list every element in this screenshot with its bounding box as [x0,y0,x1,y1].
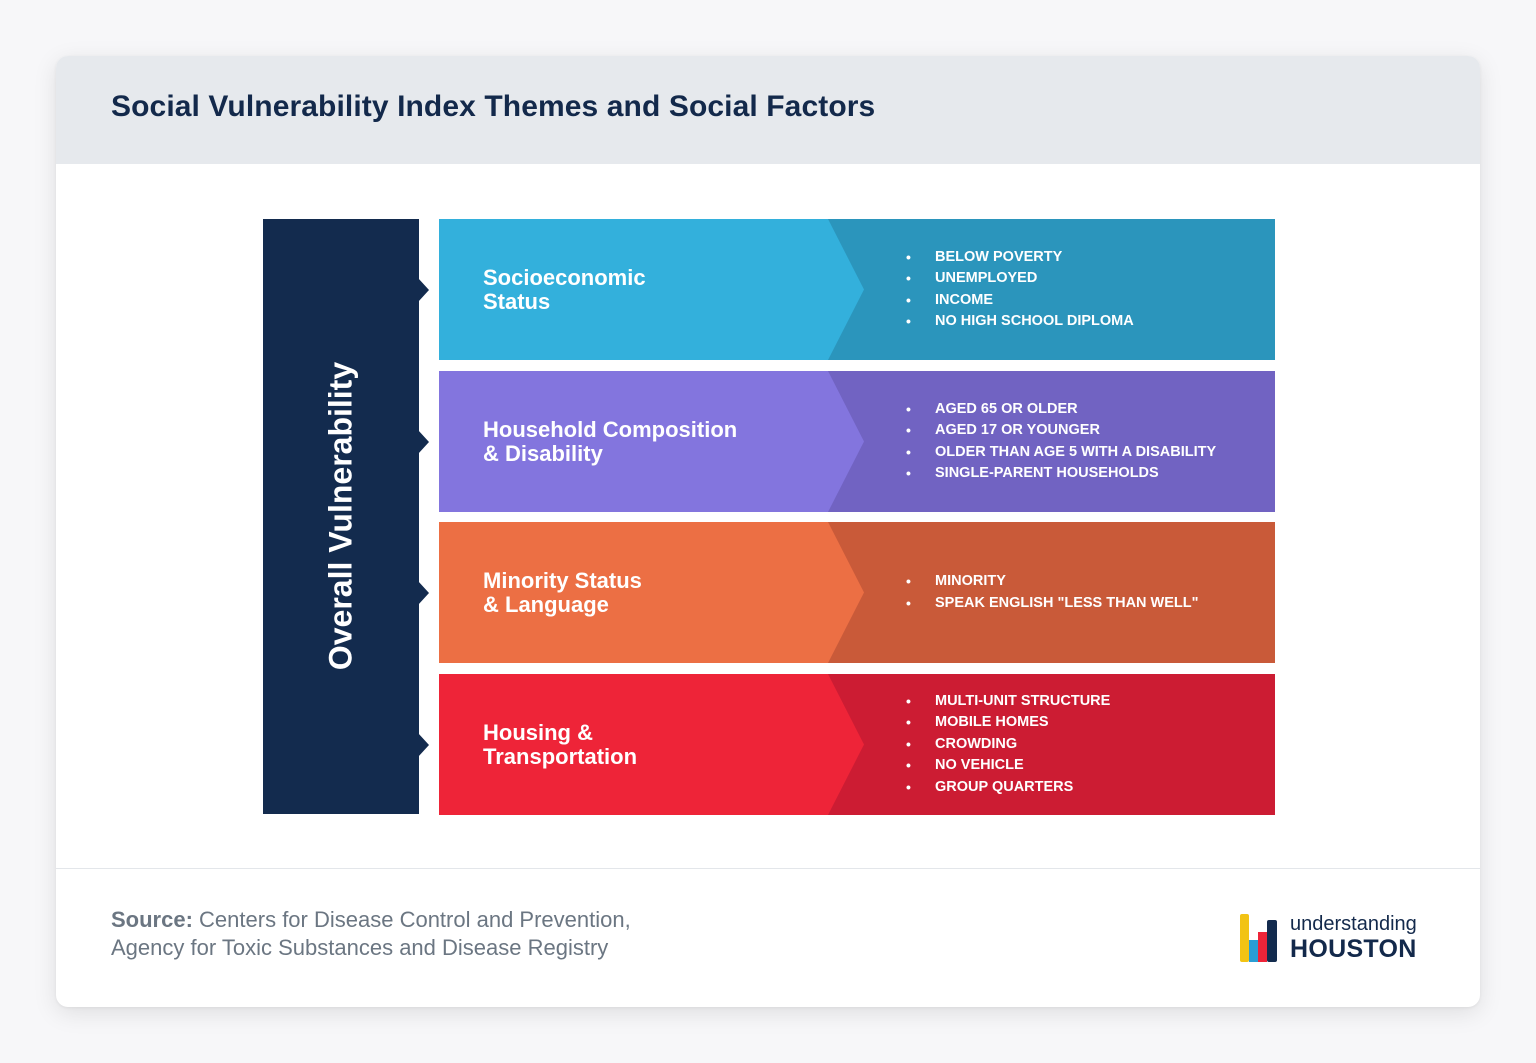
factor-text: GROUP QUARTERS [935,778,1074,795]
theme-label-line: Household Composition [483,416,738,442]
factor-text: AGED 17 OR YOUNGER [935,422,1100,438]
bullet-icon: • [906,573,911,589]
theme-background [439,219,1275,360]
header-bar: Social Vulnerability Index Themes and So… [56,56,1480,164]
factor-text: NO VEHICLE [935,757,1024,774]
bullet-icon: • [906,313,911,329]
theme-label: Minority Status& Language [483,567,813,617]
connector-arrow-icon [418,277,429,302]
factor-item: • OLDER THAN AGE 5 WITH A DISABILITY [905,442,1216,464]
theme-chevron [439,219,864,360]
factor-item: • UNEMPLOYED [905,268,1134,290]
connector-arrow-icon [418,580,429,605]
factor-text: CROWDING [935,735,1018,752]
bullet-icon: • [906,248,911,265]
factor-text: SPEAK ENGLISH "LESS THAN WELL" [935,594,1199,611]
theme-background [439,522,1275,663]
source-label: Source: [111,907,193,932]
bullet-icon: • [906,270,911,286]
bullet-icon: • [906,400,911,417]
bullet-icon: • [906,291,911,308]
overall-vulnerability-label: Overall Vulnerability [322,361,359,671]
factor-item: • AGED 65 OR OLDER [905,399,1216,421]
factor-text: NO HIGH SCHOOL DIPLOMA [935,313,1134,329]
bullet-icon: • [906,735,911,752]
theme-label: Housing &Transportation [483,719,813,769]
logo-word-houston: HOUSTON [1290,935,1417,963]
factor-item: • MOBILE HOMES [905,712,1110,734]
theme-row-minority-status-language: Minority Status& Language • MINORITY • SPEAK… [439,522,1275,663]
page-title: Social Vulnerability Index Themes and So… [111,90,876,123]
factor-item: • CROWDING [905,734,1110,756]
source-line-2: Agency for Toxic Substances and Disease … [111,935,609,960]
theme-chevron [439,522,864,663]
theme-label-line: Socioeconomic [483,264,646,290]
factor-text: AGED 65 OR OLDER [935,400,1078,417]
bullet-icon: • [906,778,911,795]
factor-text: INCOME [935,291,993,308]
bullet-icon: • [906,465,911,481]
source-line-1: Centers for Disease Control and Preventi… [199,907,631,932]
factor-item: • SINGLE-PARENT HOUSEHOLDS [905,463,1216,485]
theme-label-line: & Language [483,591,609,617]
factor-item: • NO HIGH SCHOOL DIPLOMA [905,311,1134,333]
bullet-icon: • [906,594,911,611]
factor-item: • MULTI-UNIT STRUCTURE [905,691,1110,713]
theme-label-line: & Disability [483,440,603,466]
factor-text: MOBILE HOMES [935,714,1049,731]
overall-vulnerability-bar: Overall Vulnerability [263,219,419,814]
theme-label: Household Composition& Disability [483,416,813,466]
factor-item: • BELOW POVERTY [905,247,1134,269]
theme-chevron [439,674,864,815]
factor-item: • GROUP QUARTERS [905,777,1110,799]
factor-text: UNEMPLOYED [935,270,1038,286]
theme-row-household-composition-disability: Household Composition& Disability • AGED 6… [439,371,1275,512]
factor-text: SINGLE-PARENT HOUSEHOLDS [935,465,1159,481]
factor-list: • AGED 65 OR OLDER • AGED 17 OR YOUNGER • OLD… [905,399,1216,485]
theme-background [439,674,1275,815]
factor-item: • INCOME [905,290,1134,312]
factor-text: OLDER THAN AGE 5 WITH A DISABILITY [935,443,1217,460]
factor-text: MINORITY [935,573,1006,589]
bullet-icon: • [906,757,911,774]
factor-list: • MULTI-UNIT STRUCTURE • MOBILE HOMES • CROWD… [905,691,1110,799]
bullet-icon: • [906,714,911,731]
theme-label-line: Status [483,288,551,314]
source-note: Source: Centers for Disease Control and … [111,906,811,962]
bullet-icon: • [906,692,911,709]
factor-list: • BELOW POVERTY • UNEMPLOYED • INCOME • NO HIGH… [905,247,1134,333]
connector-arrow-icon [418,732,429,757]
factor-text: BELOW POVERTY [935,248,1063,265]
logo-word-understanding: understanding [1290,913,1417,935]
bullet-icon: • [906,422,911,438]
theme-label-line: Transportation [483,743,638,769]
theme-row-housing-transportation: Housing &Transportation • MULTI-UNIT STRUC… [439,674,1275,815]
factor-text: MULTI-UNIT STRUCTURE [935,692,1111,709]
connector-arrow-icon [418,429,429,454]
theme-chevron [439,371,864,512]
factor-item: • MINORITY [905,571,1199,593]
bullet-icon: • [906,443,911,460]
factor-item: • SPEAK ENGLISH "LESS THAN WELL" [905,593,1199,615]
footer-divider [56,868,1480,869]
factor-list: • MINORITY • SPEAK ENGLISH "LESS THAN WELL" [905,571,1199,614]
theme-label-line: Housing & [483,719,593,745]
theme-label-line: Minority Status [483,567,642,593]
theme-background [439,371,1275,512]
factor-item: • AGED 17 OR YOUNGER [905,420,1216,442]
logo-bars-icon [1240,914,1277,962]
understanding-houston-logo: understanding HOUSTON [1240,913,1440,965]
factor-item: • NO VEHICLE [905,755,1110,777]
